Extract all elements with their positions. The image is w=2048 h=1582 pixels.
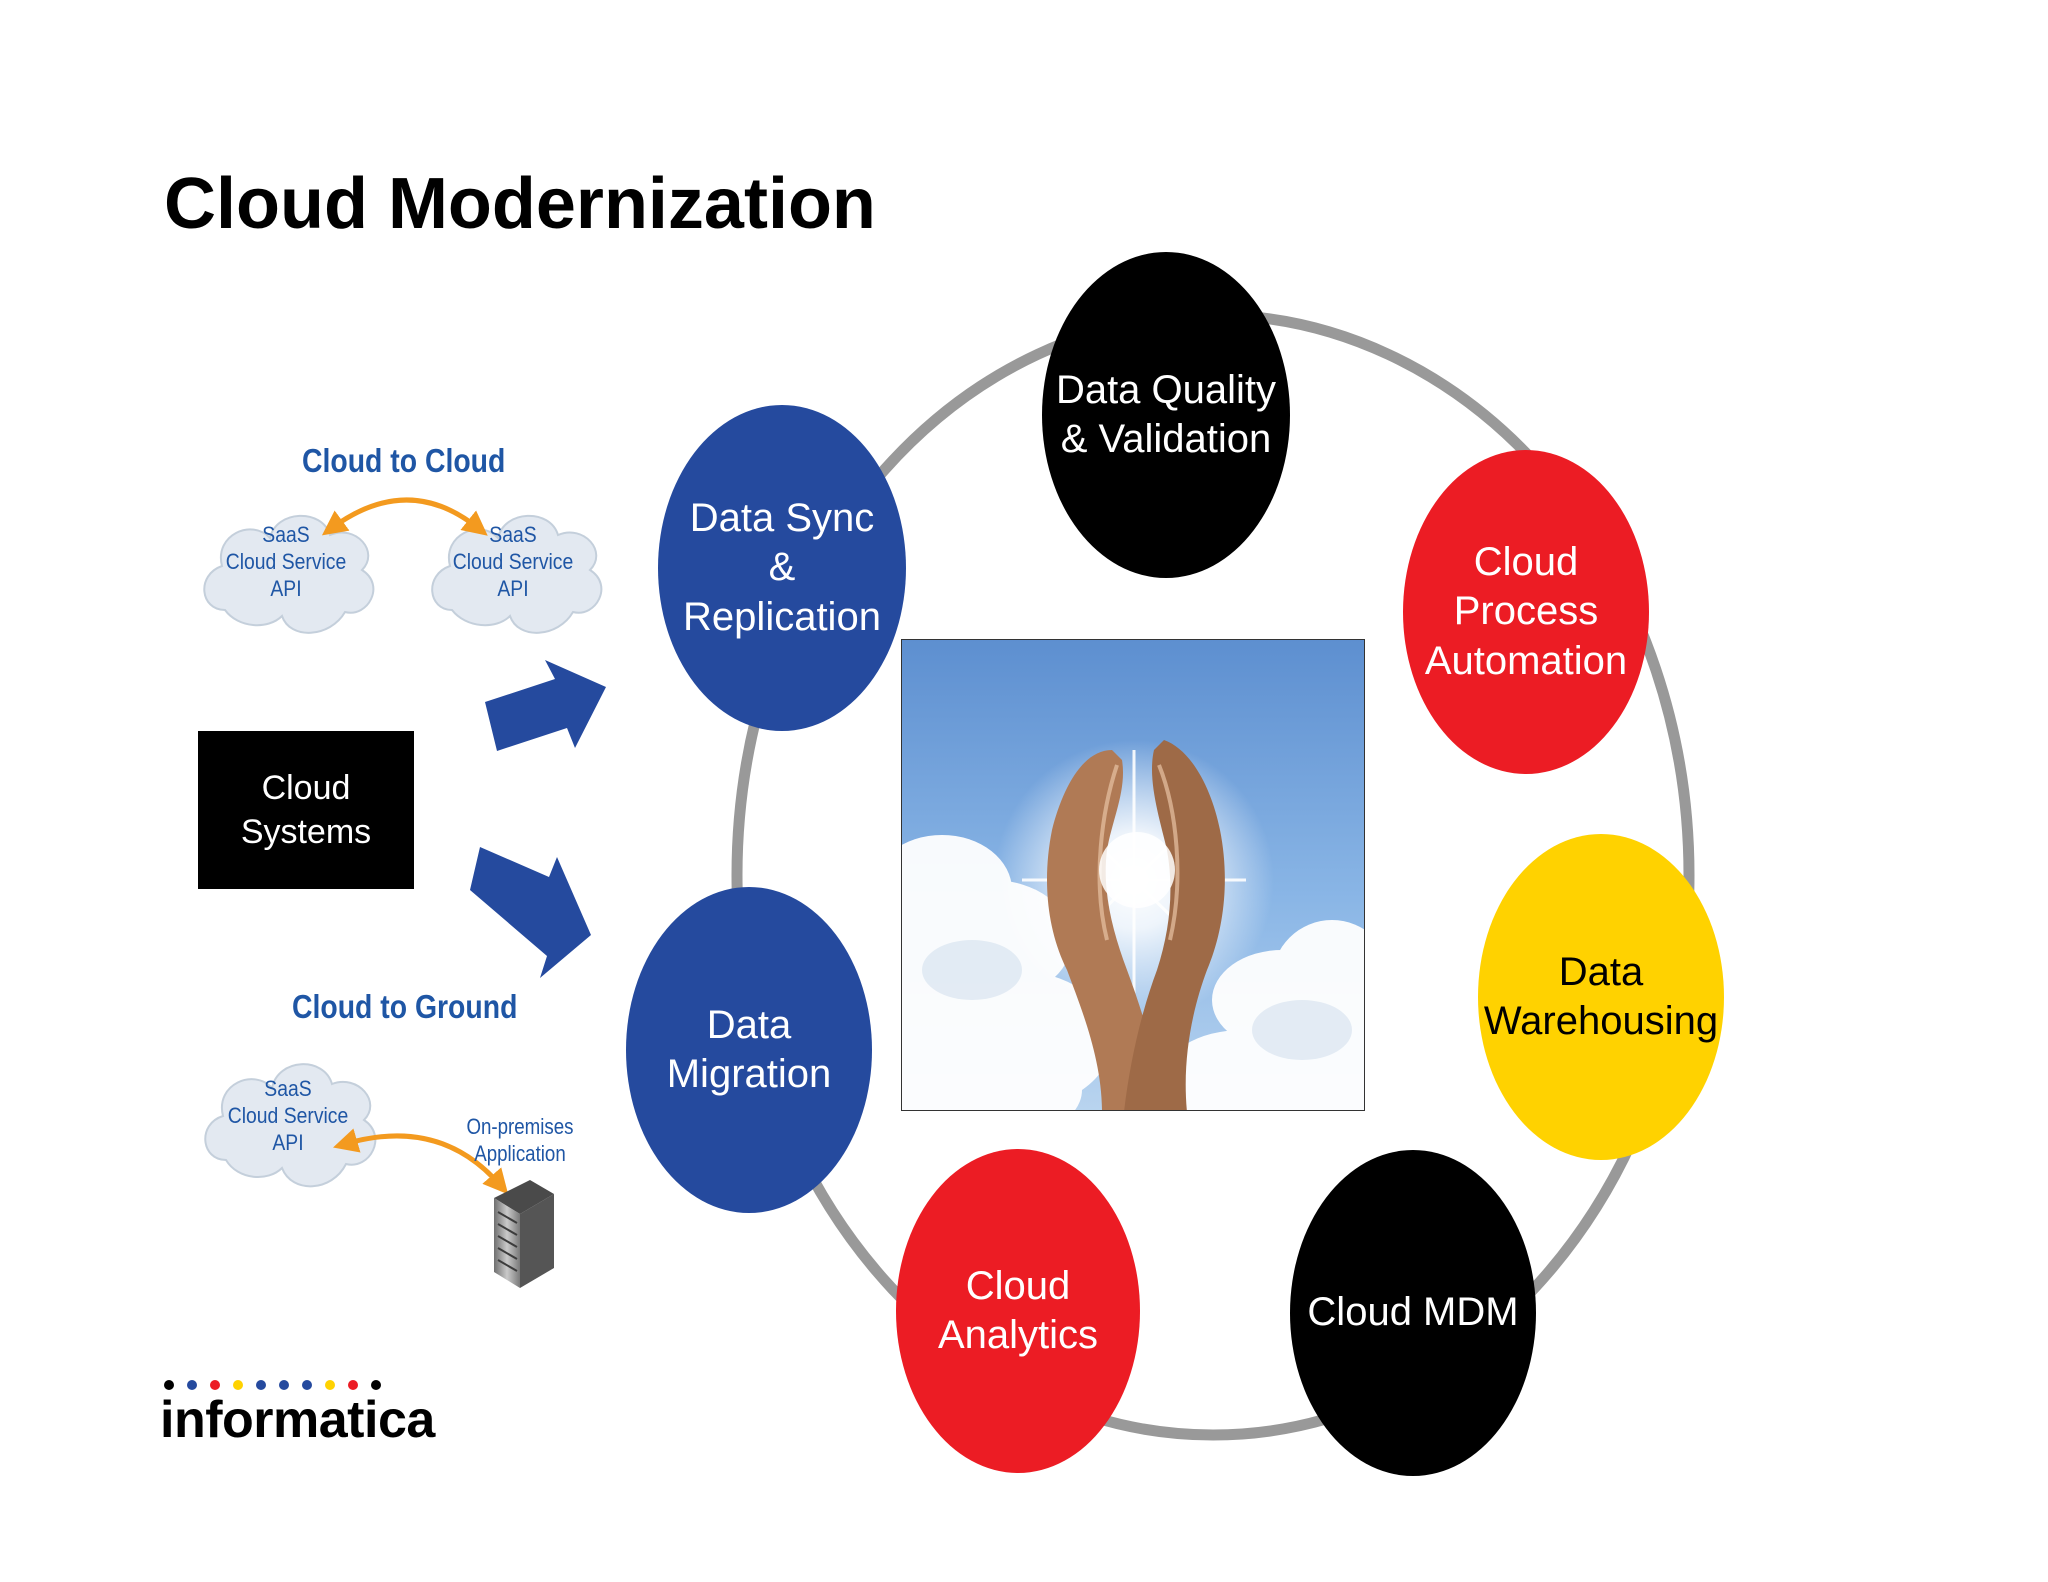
- logo-dot: [256, 1380, 266, 1390]
- saas-cloud-ground: [204, 1063, 377, 1188]
- node-data-warehousing: [1478, 834, 1724, 1160]
- logo-dot: [187, 1380, 197, 1390]
- saas-cloud-right: [431, 514, 603, 634]
- cloud-systems-box: Cloud Systems: [198, 731, 414, 889]
- logo-dot: [279, 1380, 289, 1390]
- upper-blue-arrow: [485, 660, 606, 751]
- logo-dot: [302, 1380, 312, 1390]
- cloud-to-cloud-arrow: [321, 497, 488, 536]
- node-data-migration: [626, 887, 872, 1213]
- node-data-quality: [1042, 252, 1290, 578]
- logo-dot: [164, 1380, 174, 1390]
- cloud-to-ground-heading: Cloud to Ground: [292, 988, 518, 1025]
- node-cloud-mdm: [1290, 1150, 1536, 1476]
- server-icon: [494, 1180, 554, 1288]
- informatica-logo: informatica: [160, 1380, 435, 1446]
- logo-dot: [210, 1380, 220, 1390]
- node-cloud-analytics-label: Cloud Analytics: [937, 1263, 1099, 1357]
- cloud-to-cloud-heading: Cloud to Cloud: [302, 442, 506, 479]
- saas-cloud-left-label: SaaS Cloud Service API: [225, 522, 347, 601]
- logo-dot: [371, 1380, 381, 1390]
- logo-dot: [325, 1380, 335, 1390]
- lower-blue-arrow: [470, 847, 591, 978]
- saas-cloud-left: [203, 514, 375, 634]
- node-data-sync-label: Data Sync & Replication: [683, 496, 881, 639]
- node-data-quality-label: Data Quality & Validation: [1055, 367, 1277, 461]
- logo-dot: [348, 1380, 358, 1390]
- saas-cloud-ground-label: SaaS Cloud Service API: [227, 1076, 349, 1155]
- node-cloud-mdm-label: Cloud MDM: [1307, 1290, 1519, 1335]
- logo-dot: [233, 1380, 243, 1390]
- cloud-systems-label: Cloud Systems: [240, 768, 372, 851]
- cloud-to-ground-arrow: [333, 1128, 509, 1195]
- node-data-warehousing-label: Data Warehousing: [1483, 949, 1719, 1043]
- saas-cloud-right-label: SaaS Cloud Service API: [452, 522, 574, 601]
- node-cloud-analytics: [896, 1149, 1140, 1473]
- logo-dots: [164, 1380, 435, 1390]
- center-hands-sky-image: [901, 639, 1365, 1111]
- onprem-label: On-premises Application: [466, 1114, 574, 1166]
- logo-wordmark: informatica: [160, 1391, 435, 1449]
- node-cloud-process-label: Cloud Process Automation: [1424, 540, 1628, 683]
- node-data-migration-label: Data Migration: [666, 1002, 832, 1096]
- node-data-sync: [658, 405, 906, 731]
- node-cloud-process: [1403, 450, 1649, 774]
- slide-title: Cloud Modernization: [164, 164, 876, 244]
